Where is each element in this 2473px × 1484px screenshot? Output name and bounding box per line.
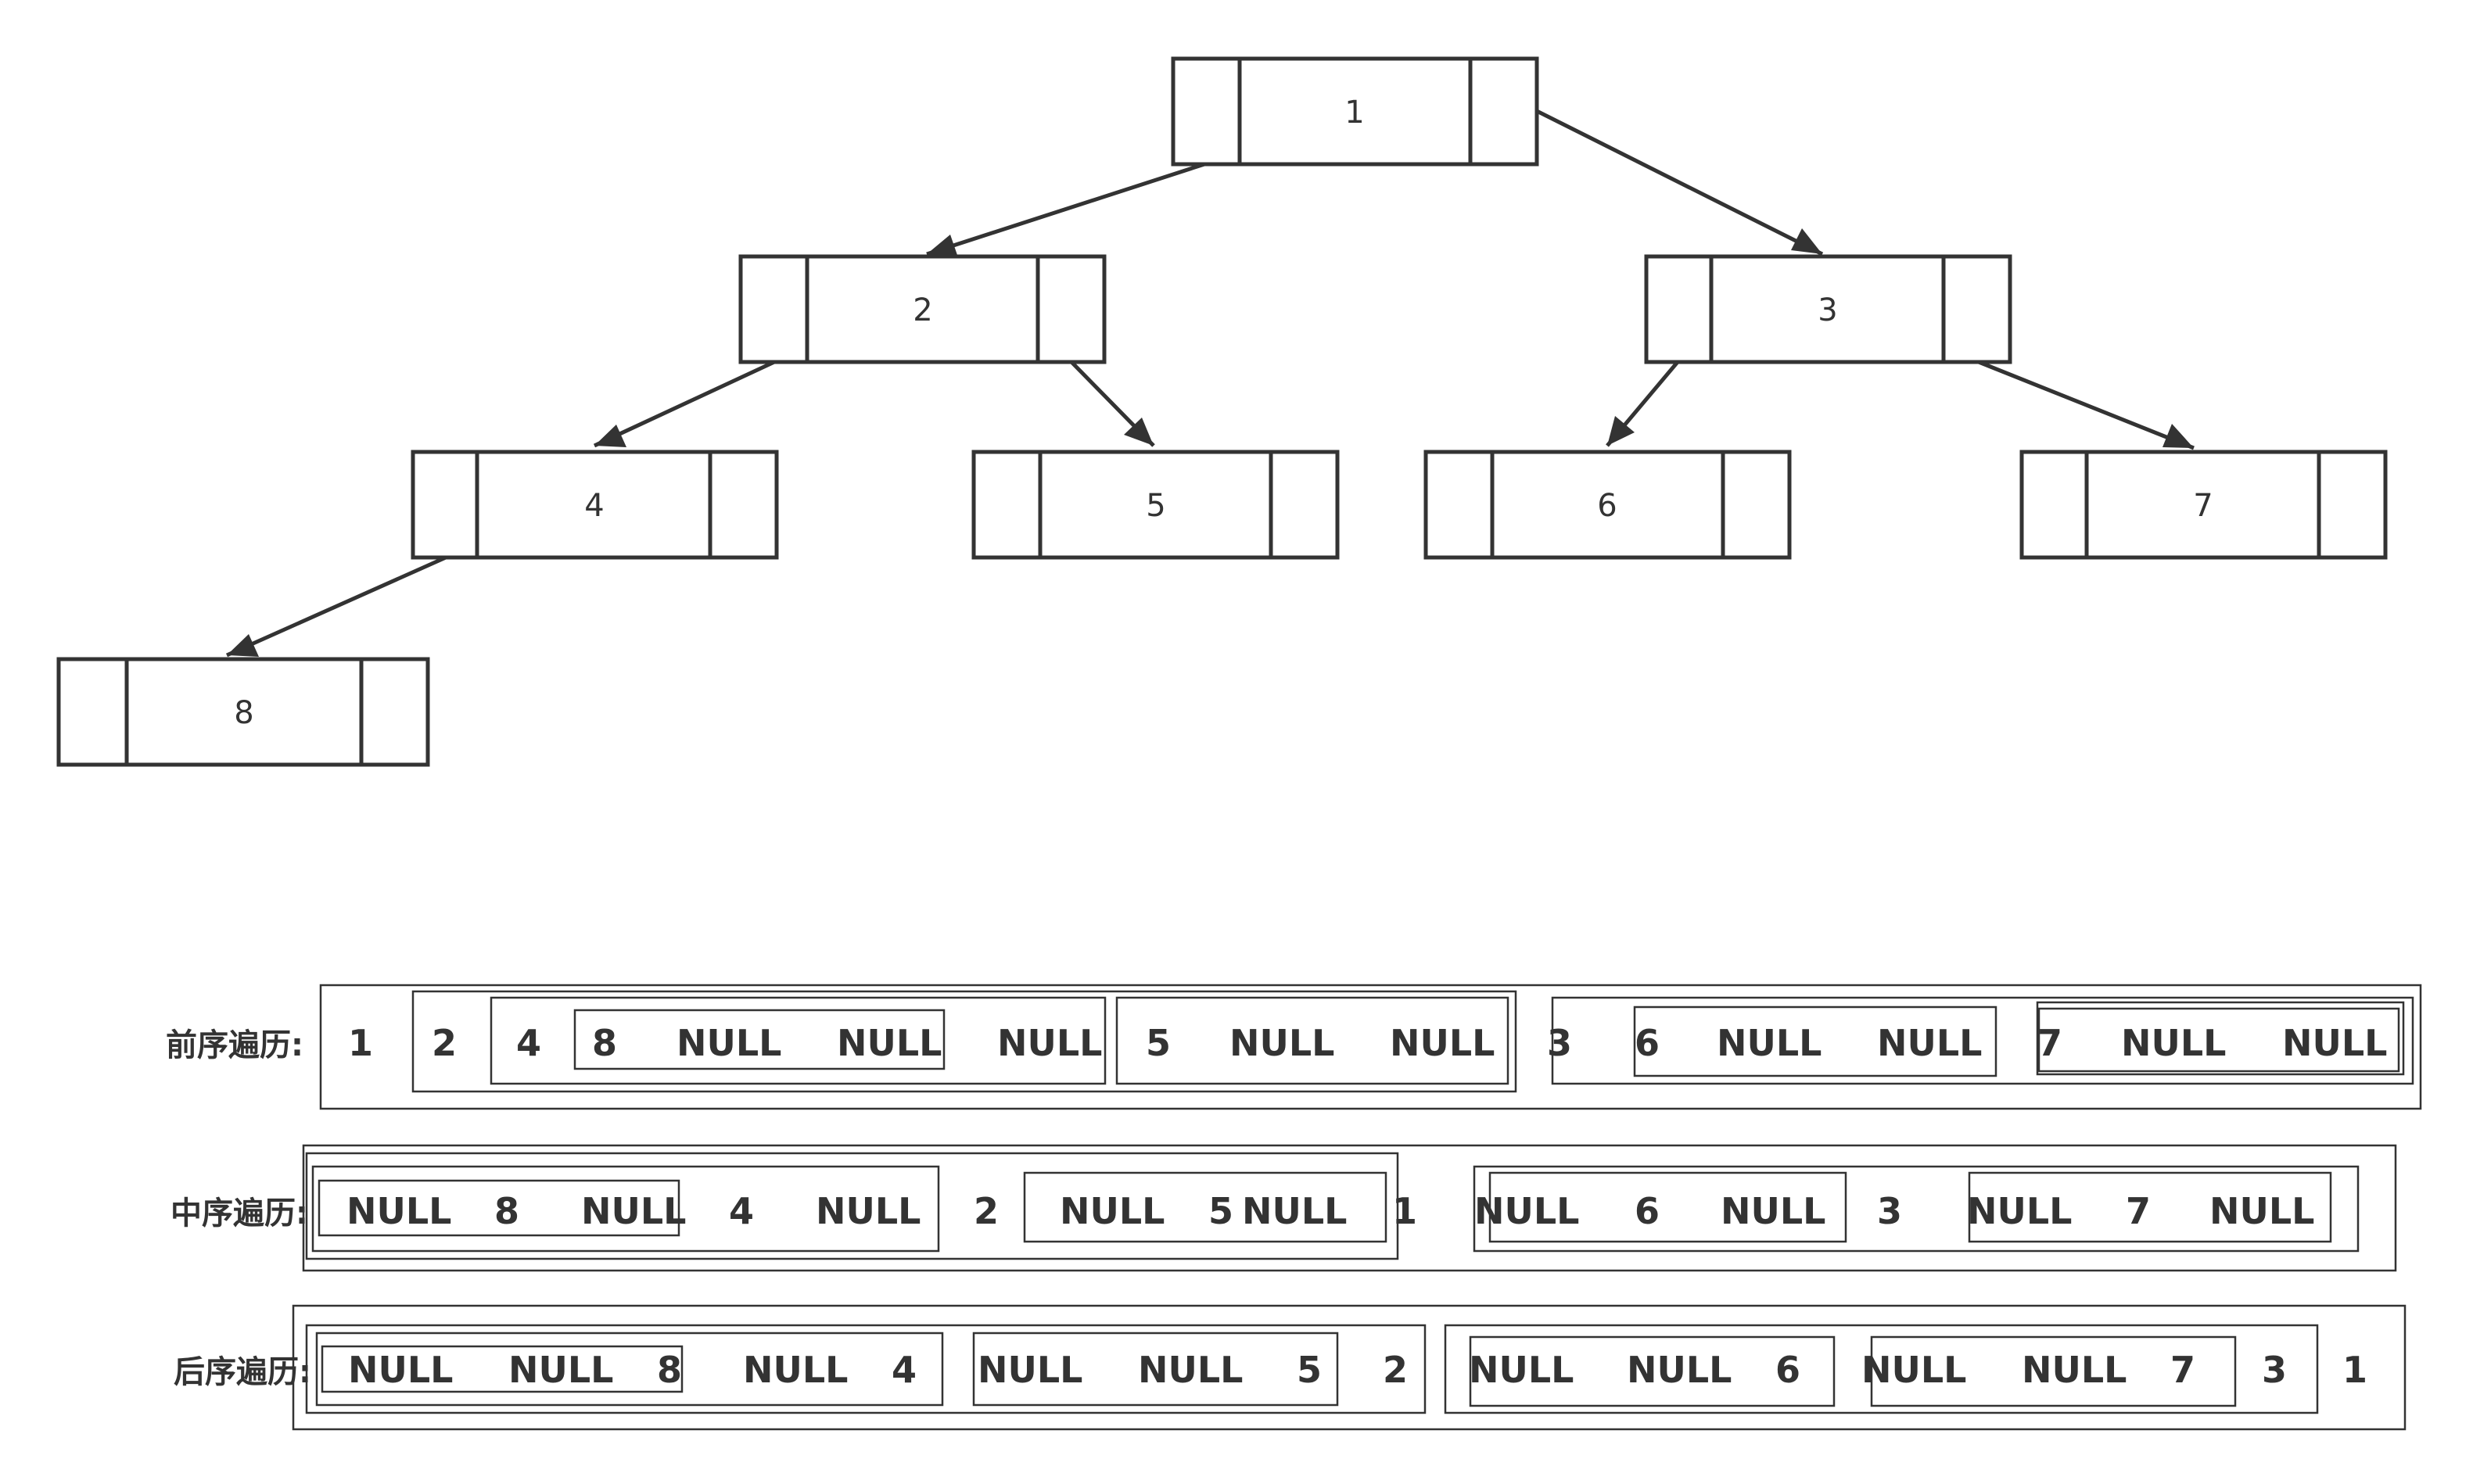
preorder-token: NULL (2282, 1022, 2387, 1064)
tree-node-1: 1 (1171, 56, 1539, 167)
preorder-token: NULL (677, 1022, 781, 1064)
postorder-token: 8 (657, 1349, 682, 1391)
preorder-token: NULL (2121, 1022, 2226, 1064)
postorder-token: NULL (1627, 1349, 1732, 1391)
inorder-token: 2 (974, 1190, 999, 1232)
arrowhead-2-5 (1124, 418, 1154, 446)
inorder-token: NULL (1242, 1190, 1347, 1232)
preorder-token: 4 (516, 1022, 541, 1064)
postorder-token: 3 (2262, 1349, 2287, 1391)
node-label-7: 7 (2193, 488, 2213, 524)
inorder-token: 1 (1392, 1190, 1417, 1232)
preorder-token: NULL (997, 1022, 1102, 1064)
postorder-row: 后序遍历: NULL NULL 8 NULL 4 NULL NULL 5 2 N… (174, 1304, 2407, 1431)
postorder-token: 4 (892, 1349, 917, 1391)
postorder-token: NULL (743, 1349, 848, 1391)
tree-nodes: 1 2 3 4 5 6 (56, 56, 2388, 767)
postorder-token: NULL (508, 1349, 613, 1391)
inorder-token: NULL (581, 1190, 686, 1232)
node-label-8: 8 (234, 695, 253, 731)
arrowhead-1-3 (1791, 228, 1822, 254)
node-label-5: 5 (1146, 488, 1165, 524)
edge-1-3 (1535, 109, 1824, 256)
postorder-token: NULL (1861, 1349, 1966, 1391)
inorder-token: NULL (816, 1190, 921, 1232)
postorder-token: NULL (1469, 1349, 1574, 1391)
preorder-token: 7 (2037, 1022, 2062, 1064)
edge-4-8 (225, 555, 447, 658)
inorder-token: 4 (729, 1190, 754, 1232)
inorder-grouping-boxes (302, 1144, 2397, 1272)
postorder-tokens: NULL NULL 8 NULL 4 NULL NULL 5 2 NULL NU… (348, 1349, 2367, 1391)
tree-node-3: 3 (1644, 254, 2012, 364)
preorder-label: 前序遍历: (166, 1027, 303, 1063)
preorder-token: 1 (348, 1022, 373, 1064)
postorder-token: NULL (348, 1349, 453, 1391)
inorder-token: 5 (1208, 1190, 1233, 1232)
postorder-token: 2 (1383, 1349, 1408, 1391)
inorder-token: 8 (494, 1190, 519, 1232)
preorder-token: NULL (1877, 1022, 1982, 1064)
preorder-token: NULL (1717, 1022, 1822, 1064)
preorder-token: 5 (1146, 1022, 1171, 1064)
preorder-grouping-boxes (319, 984, 2422, 1110)
node-label-4: 4 (584, 488, 604, 524)
preorder-row: 前序遍历: 1 2 4 8 NULL NULL NULL 5 NULL NULL… (166, 984, 2422, 1110)
preorder-token: 8 (592, 1022, 617, 1064)
tree-node-7: 7 (2019, 450, 2388, 560)
edge-2-4 (593, 360, 776, 448)
postorder-token: 6 (1775, 1349, 1800, 1391)
inorder-token: 3 (1877, 1190, 1902, 1232)
postorder-token: 7 (2170, 1349, 2195, 1391)
tree-node-5: 5 (971, 450, 1340, 560)
node-label-6: 6 (1597, 488, 1617, 524)
inorder-label: 中序遍历: (170, 1195, 308, 1231)
tree-edges (225, 109, 2195, 658)
inorder-token: NULL (1967, 1190, 2072, 1232)
preorder-token: NULL (1229, 1022, 1334, 1064)
preorder-token: 2 (432, 1022, 457, 1064)
postorder-grouping-boxes (292, 1304, 2407, 1431)
postorder-token: NULL (1138, 1349, 1243, 1391)
tree-node-6: 6 (1423, 450, 1792, 560)
inorder-row: 中序遍历: NULL 8 NULL 4 NULL 2 NULL 5 NULL 1… (170, 1144, 2397, 1272)
postorder-token: 1 (2342, 1349, 2367, 1391)
tree-node-8: 8 (56, 657, 430, 767)
arrowhead-3-6 (1607, 416, 1635, 446)
inorder-tokens: NULL 8 NULL 4 NULL 2 NULL 5 NULL 1 NULL … (346, 1190, 2314, 1232)
edge-1-2 (926, 162, 1205, 256)
arrowhead-4-8 (227, 634, 259, 657)
node-label-3: 3 (1818, 292, 1837, 328)
preorder-token: NULL (837, 1022, 942, 1064)
node-label-1: 1 (1344, 95, 1364, 131)
inorder-token: NULL (346, 1190, 451, 1232)
postorder-token: 5 (1297, 1349, 1322, 1391)
inorder-token: 7 (2126, 1190, 2151, 1232)
arrowhead-1-2 (927, 235, 959, 260)
tree-node-4: 4 (411, 450, 779, 560)
tree-node-2: 2 (738, 254, 1107, 364)
inorder-token: NULL (1721, 1190, 1825, 1232)
inorder-token: NULL (1474, 1190, 1579, 1232)
arrowhead-2-4 (594, 425, 626, 447)
preorder-token: 6 (1635, 1022, 1660, 1064)
preorder-token: NULL (1390, 1022, 1495, 1064)
inorder-token: NULL (2209, 1190, 2314, 1232)
postorder-label: 后序遍历: (174, 1354, 311, 1390)
postorder-token: NULL (978, 1349, 1082, 1391)
preorder-token: 3 (1547, 1022, 1572, 1064)
postorder-token: NULL (2022, 1349, 2127, 1391)
inorder-token: 6 (1635, 1190, 1660, 1232)
edge-3-7 (1978, 360, 2195, 450)
preorder-tokens: 1 2 4 8 NULL NULL NULL 5 NULL NULL 3 6 N… (348, 1022, 2387, 1064)
node-label-2: 2 (913, 292, 932, 328)
inorder-token: NULL (1060, 1190, 1165, 1232)
arrowhead-3-7 (2163, 424, 2194, 448)
